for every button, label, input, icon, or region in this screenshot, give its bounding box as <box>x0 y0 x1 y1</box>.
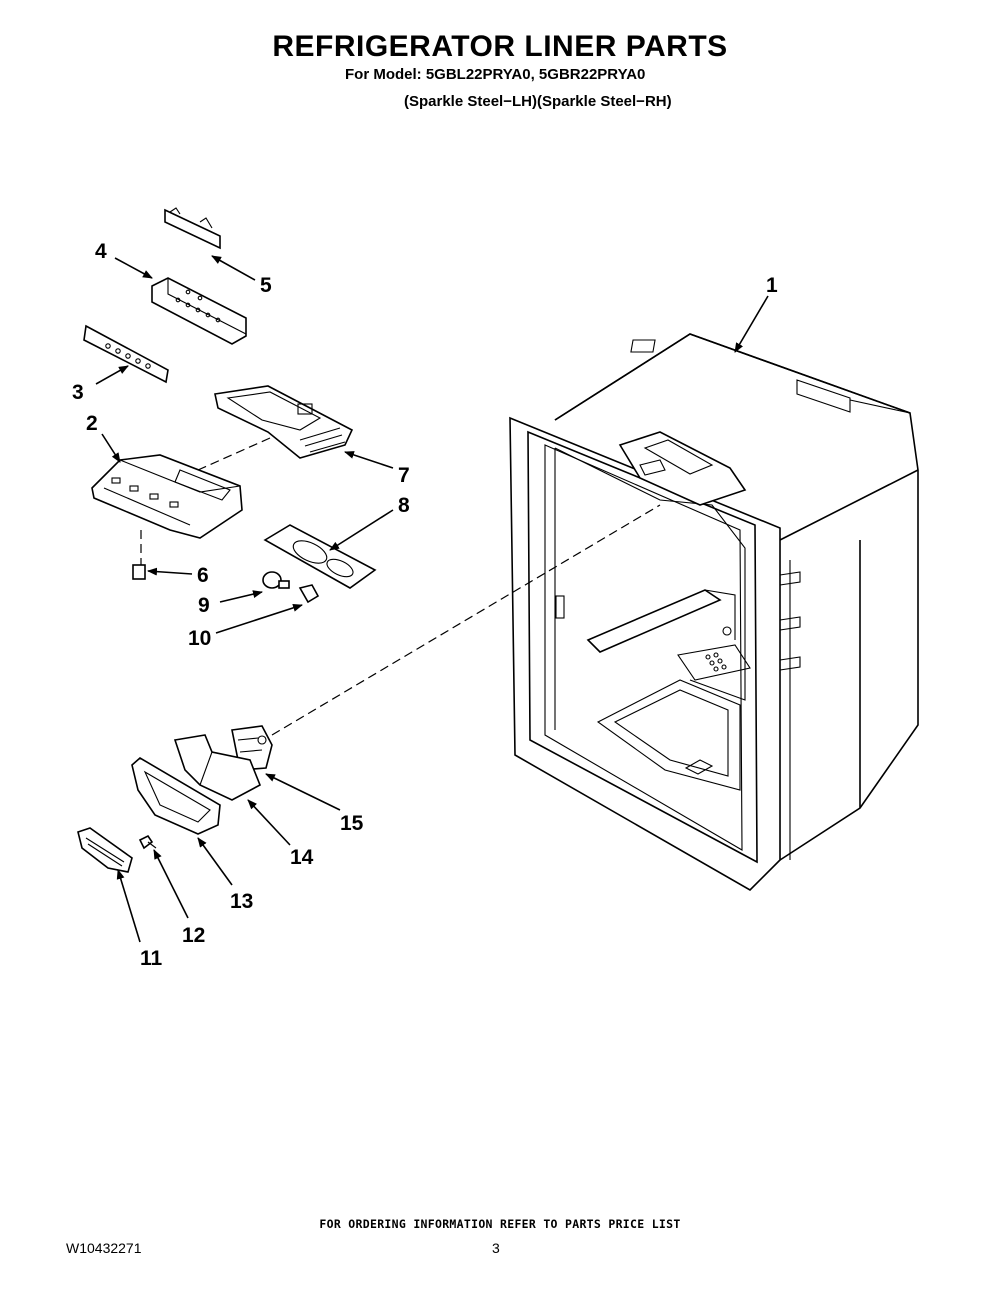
callout-1: 1 <box>766 274 778 297</box>
part-14-cover <box>173 734 262 801</box>
callout-9: 9 <box>198 594 210 617</box>
callout-11: 11 <box>140 947 163 970</box>
part-2-control-housing <box>91 454 243 539</box>
dashed-alignment-line <box>271 504 661 736</box>
part-1-liner <box>509 333 919 891</box>
callout-15: 15 <box>340 812 364 835</box>
callout-10: 10 <box>188 627 211 650</box>
part-8-light-housing <box>263 524 377 589</box>
callout-2: 2 <box>86 412 98 435</box>
callout-3: 3 <box>72 381 84 404</box>
leader-arrows <box>95 255 769 943</box>
part-9-bulb <box>262 571 290 589</box>
callout-6: 6 <box>197 564 209 587</box>
part-11-trim <box>77 827 133 873</box>
document-number: W10432271 <box>66 1240 142 1256</box>
callout-14: 14 <box>290 846 314 869</box>
dashed-alignment-line <box>197 437 271 471</box>
ordering-note: FOR ORDERING INFORMATION REFER TO PARTS … <box>319 1217 681 1231</box>
callout-5: 5 <box>260 274 272 297</box>
callout-4: 4 <box>95 240 107 263</box>
part-13-handle <box>131 757 221 835</box>
page-title: REFRIGERATOR LINER PARTS <box>272 30 728 63</box>
callout-13: 13 <box>230 890 253 913</box>
part-6-switch <box>132 564 146 580</box>
part-7-lens <box>214 385 354 459</box>
page-number: 3 <box>492 1240 500 1256</box>
variant-line: (Sparkle Steel−LH)(Sparkle Steel−RH) <box>404 93 672 110</box>
callout-7: 7 <box>398 464 410 487</box>
callout-12: 12 <box>182 924 205 947</box>
part-12-screw <box>138 834 157 850</box>
callout-8: 8 <box>398 494 410 517</box>
part-3-overlay <box>83 324 169 384</box>
part-10-socket <box>298 584 320 604</box>
part-5-bracket <box>164 207 221 250</box>
part-4-housing <box>151 277 247 345</box>
model-line: For Model: 5GBL22PRYA0, 5GBR22PRYA0 <box>345 66 646 83</box>
